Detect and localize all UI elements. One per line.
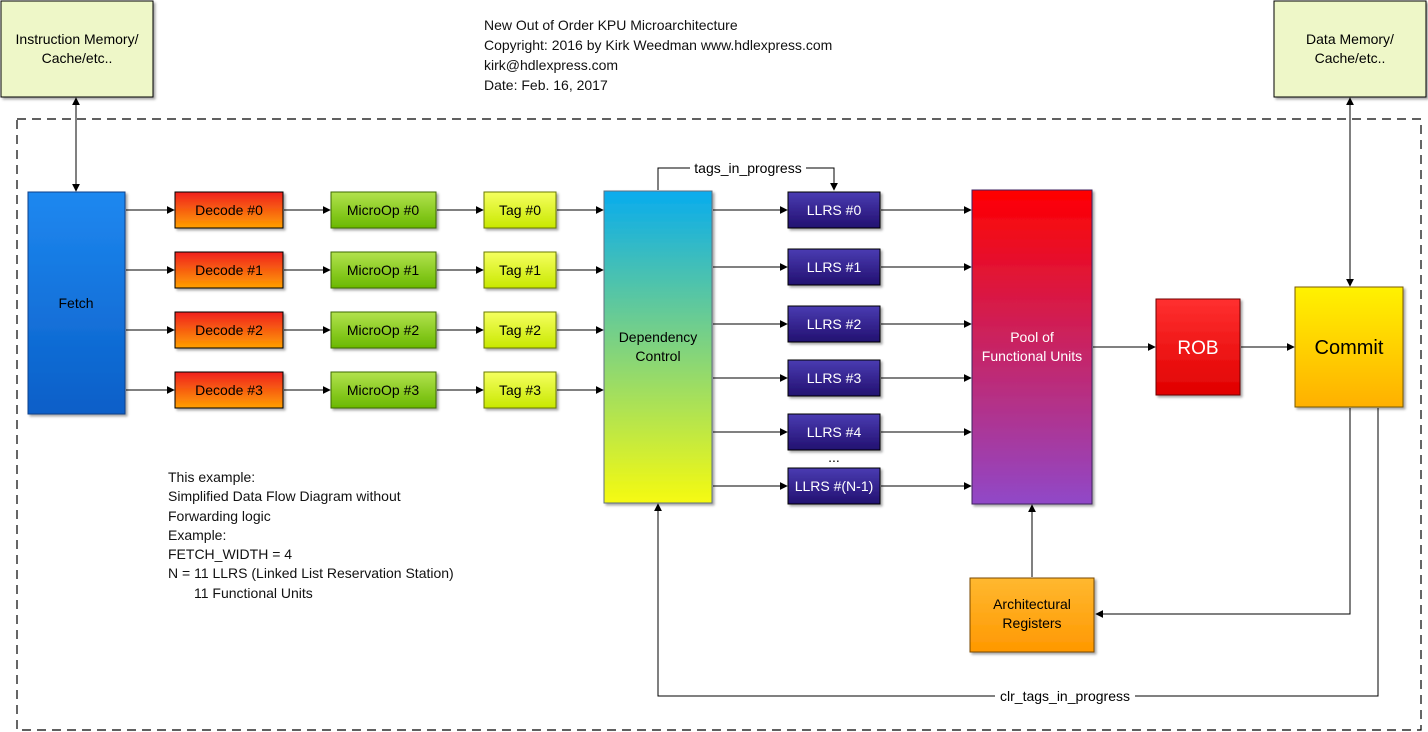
decode-block-1: Decode #1 [174, 251, 284, 289]
llrs-label: LLRS #3 [807, 370, 862, 386]
note-line: 11 Functional Units [194, 584, 313, 601]
llrs-block-2: LLRS #2 [787, 305, 881, 343]
fetch-block: Fetch [27, 191, 126, 415]
dependency-label-2: Control [635, 348, 680, 364]
instruction-memory-label-2: Cache/etc.. [42, 50, 113, 66]
note-line: Forwarding logic [168, 507, 271, 524]
decode-block-0: Decode #0 [174, 191, 284, 229]
decode-label: Decode #2 [195, 322, 263, 338]
llrs-label: LLRS #0 [807, 202, 862, 218]
llrs-label: LLRS #2 [807, 316, 862, 332]
dependency-label-1: Dependency [619, 329, 698, 345]
copyright-line: Copyright: 2016 by Kirk Weedman www.hdle… [484, 37, 833, 53]
decode-label: Decode #0 [195, 202, 263, 218]
diagram-header: New Out of Order KPU Microarchitecture C… [484, 15, 832, 95]
llrs-label: LLRS #4 [807, 424, 862, 440]
llrs-label: LLRS #1 [807, 259, 862, 275]
email-line: kirk@hdlexpress.com [484, 57, 619, 73]
rob-block: ROB [1155, 298, 1241, 396]
tag-label: Tag #1 [499, 262, 541, 278]
pool-label-2: Functional Units [982, 348, 1082, 364]
microop-block-2: MicroOp #2 [330, 311, 437, 349]
tag-label: Tag #3 [499, 382, 541, 398]
microop-block-1: MicroOp #1 [330, 251, 437, 289]
llrs-block-3: LLRS #3 [787, 359, 881, 397]
fetch-label: Fetch [58, 295, 93, 311]
tag-block-0: Tag #0 [483, 191, 557, 229]
llrs-ellipsis: ... [828, 449, 840, 465]
rob-label: ROB [1177, 338, 1218, 359]
decode-block-3: Decode #3 [174, 371, 284, 409]
note-line: Example: [168, 526, 227, 543]
tag-label: Tag #2 [499, 322, 541, 338]
tag-label: Tag #0 [499, 202, 541, 218]
instruction-memory-box: Instruction Memory/ Cache/etc.. [0, 0, 154, 98]
example-note: This example: Simplified Data Flow Diagr… [168, 468, 454, 603]
tag-block-1: Tag #1 [483, 251, 557, 289]
tags-in-progress-label: tags_in_progress [694, 160, 801, 176]
commit-block: Commit [1294, 286, 1404, 408]
date-line: Date: Feb. 16, 2017 [484, 77, 608, 93]
decode-block-2: Decode #2 [174, 311, 284, 349]
core-boundary [16, 118, 1422, 731]
instruction-memory-label-1: Instruction Memory/ [16, 31, 139, 47]
llrs-block-0: LLRS #0 [787, 191, 881, 229]
functional-units-pool-block: Pool of Functional Units [971, 189, 1093, 505]
note-line: This example: [168, 469, 256, 485]
pool-label-1: Pool of [1010, 329, 1054, 345]
data-memory-box: Data Memory/ Cache/etc.. [1273, 0, 1427, 98]
commit-label: Commit [1315, 337, 1384, 359]
microop-block-0: MicroOp #0 [330, 191, 437, 229]
diagram-title: New Out of Order KPU Microarchitecture [484, 17, 738, 33]
microop-label: MicroOp #2 [347, 322, 420, 338]
note-line: FETCH_WIDTH = 4 [168, 546, 293, 563]
llrs-label: LLRS #(N-1) [795, 478, 874, 494]
dependency-control-block: Dependency Control [603, 190, 713, 504]
arch-regs-label-1: Architectural [993, 596, 1071, 612]
llrs-block-4: LLRS #4 [787, 413, 881, 451]
connectors [72, 97, 1379, 697]
tag-block-2: Tag #2 [483, 311, 557, 349]
decode-label: Decode #3 [195, 382, 263, 398]
microop-label: MicroOp #3 [347, 382, 420, 398]
note-line: Simplified Data Flow Diagram without [168, 488, 401, 505]
decode-label: Decode #1 [195, 262, 263, 278]
architectural-registers-block: Architectural Registers [969, 577, 1095, 653]
tag-block-3: Tag #3 [483, 371, 557, 409]
microop-label: MicroOp #1 [347, 262, 420, 278]
clr-tags-in-progress-label: clr_tags_in_progress [1000, 688, 1130, 704]
note-line: N = 11 LLRS (Linked List Reservation Sta… [168, 565, 454, 582]
llrs-block-1: LLRS #1 [787, 248, 881, 286]
microop-block-3: MicroOp #3 [330, 371, 437, 409]
data-memory-label-2: Cache/etc.. [1315, 50, 1386, 66]
data-memory-label-1: Data Memory/ [1306, 31, 1394, 47]
arch-regs-label-2: Registers [1002, 615, 1061, 631]
microop-label: MicroOp #0 [347, 202, 420, 218]
llrs-block-last: LLRS #(N-1) [787, 467, 881, 505]
